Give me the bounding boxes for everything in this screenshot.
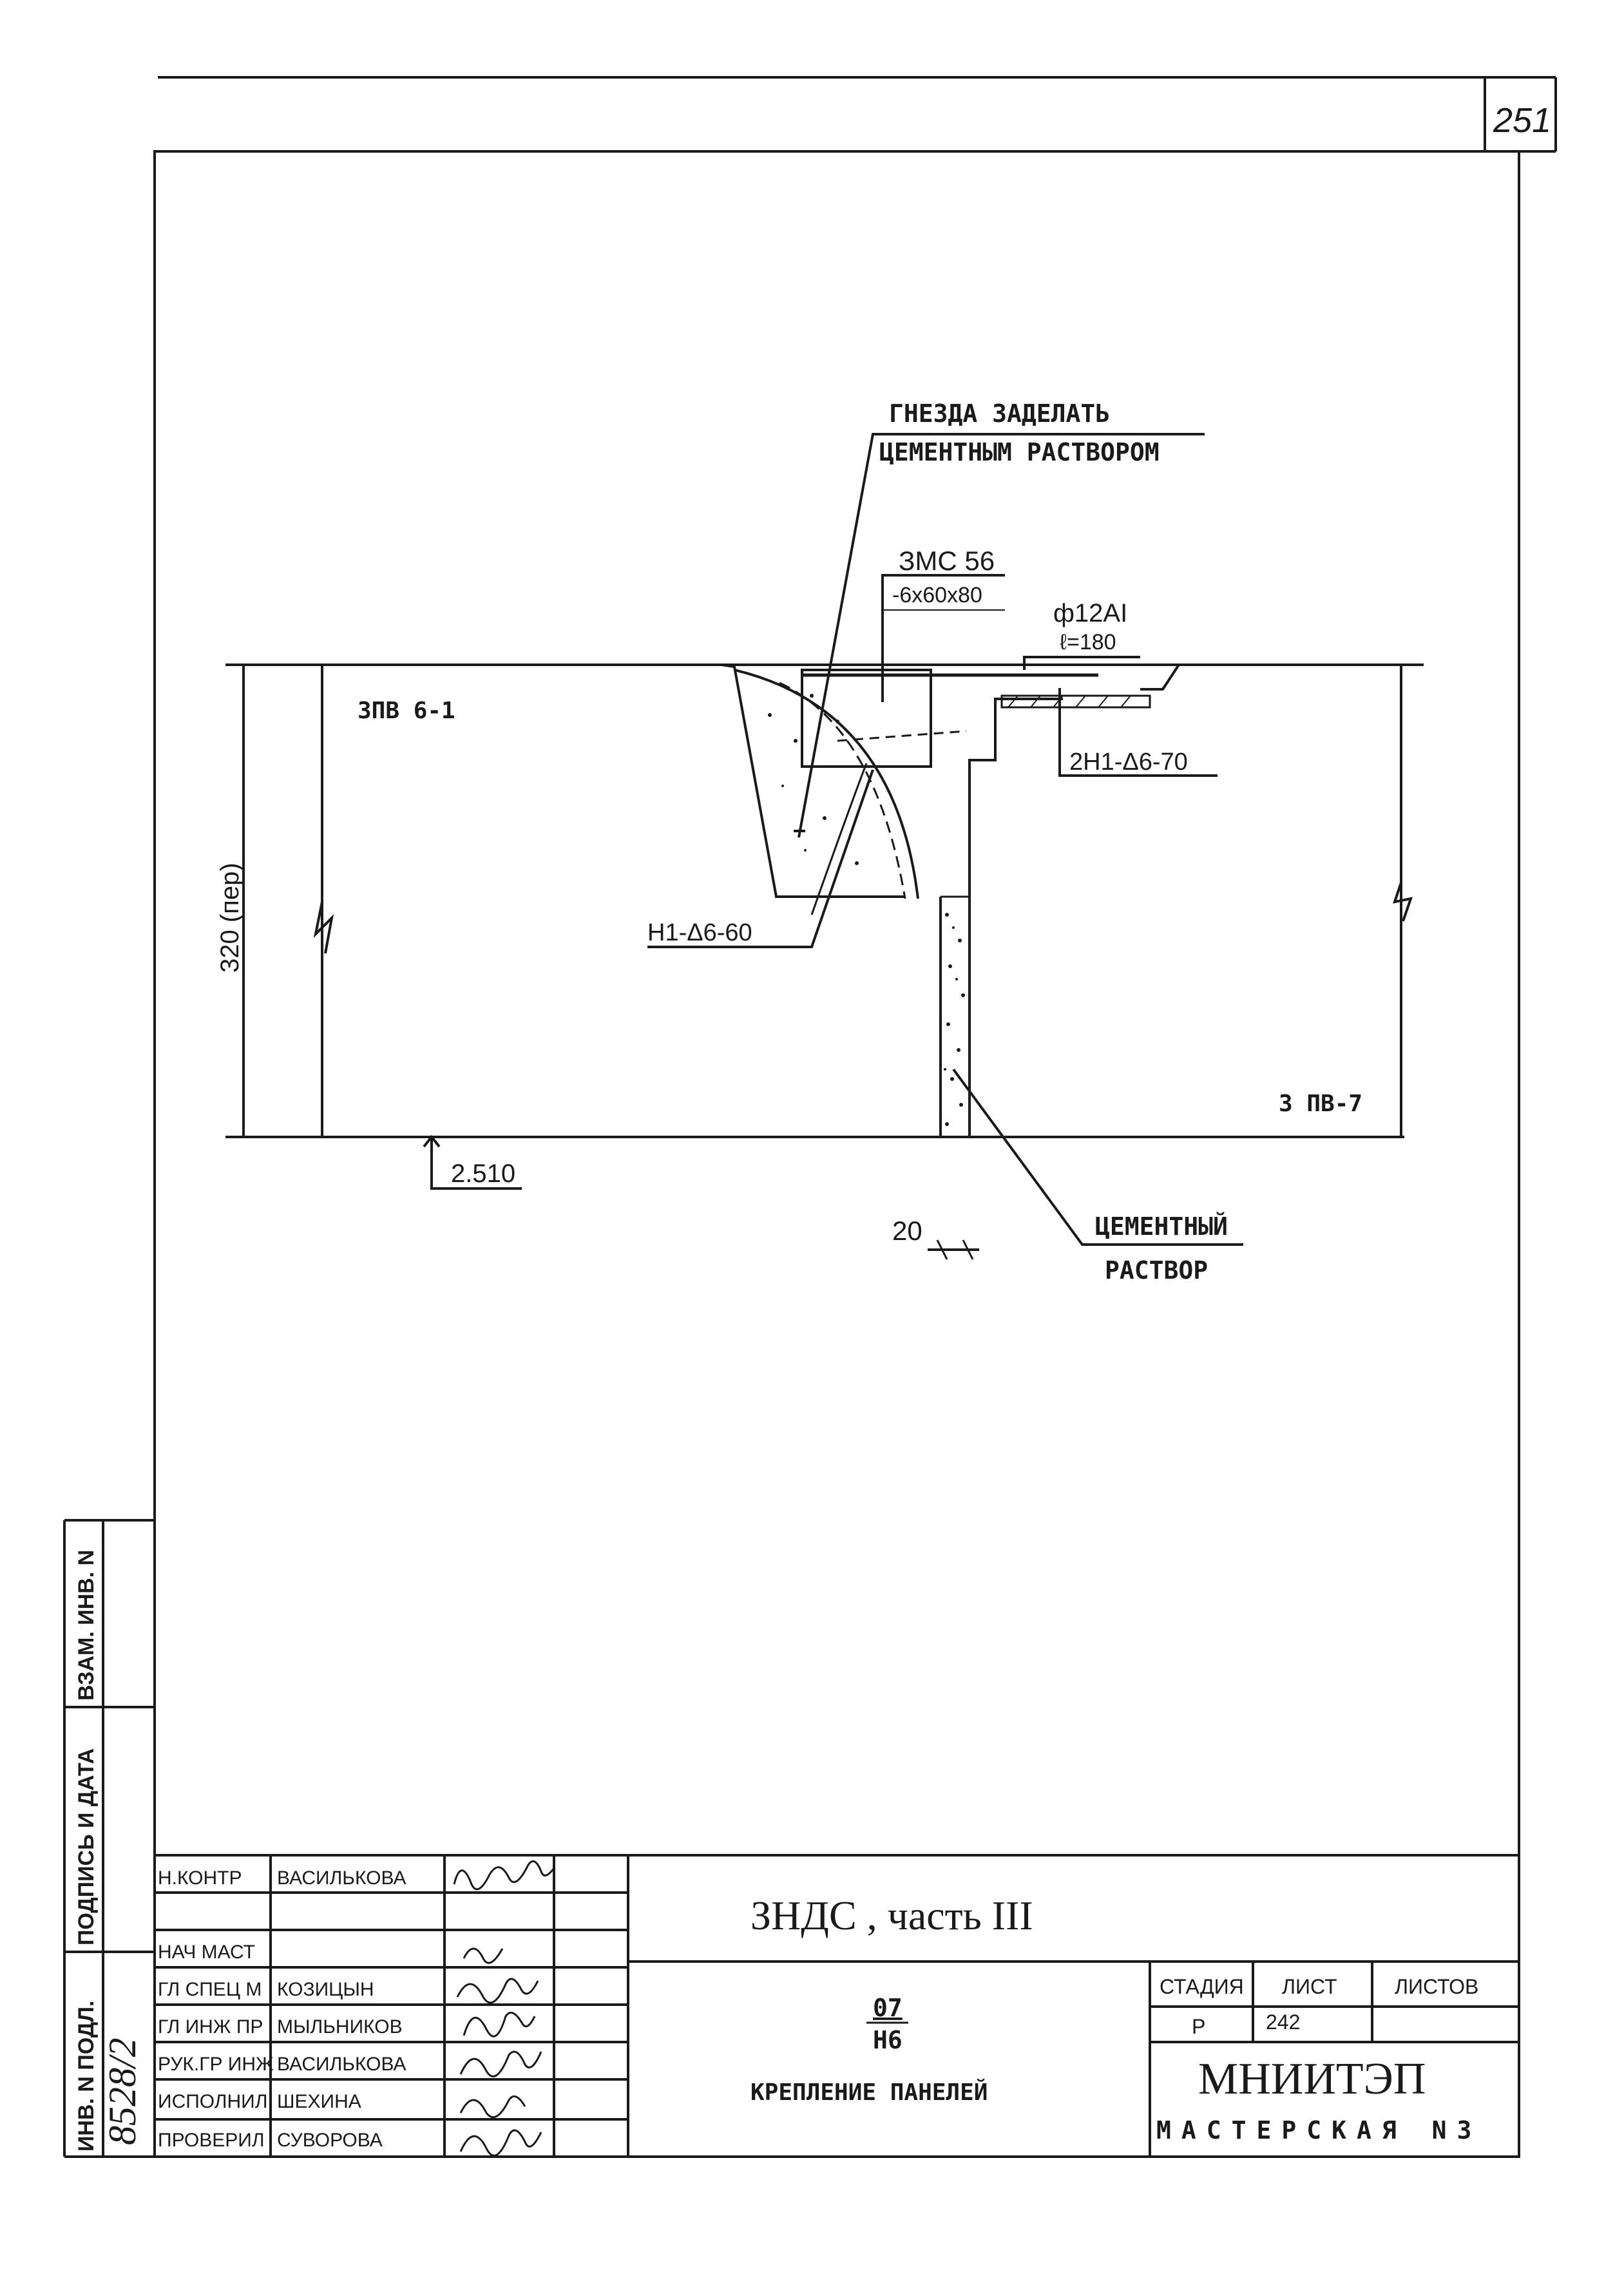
- name-5: ВАСИЛЬКОВА: [277, 2054, 406, 2075]
- note-nests-line2: ЦЕМЕНТНЫМ РАСТВОРОМ: [879, 438, 1160, 466]
- gap-dimension: 20: [892, 1216, 922, 1246]
- plate-size: -6х60х80: [892, 583, 982, 607]
- role-2: НАЧ МАСТ: [158, 1942, 255, 1963]
- main-frame: [153, 150, 1520, 2158]
- level-mark-arrowhead: [423, 1134, 441, 1148]
- project-title: ЗНДС , часть III: [750, 1893, 1033, 1938]
- anchor-right-label: 2Н1-Δ6-70: [1069, 749, 1188, 776]
- signatures: [453, 1860, 555, 2157]
- rebar-hatch-fill: [1008, 695, 1131, 708]
- gap-tick-2: [962, 1239, 974, 1260]
- embedded-plate: [801, 669, 932, 768]
- sheet-value: 242: [1266, 2010, 1300, 2034]
- leader-anchor-left: [647, 769, 874, 948]
- name-6: ШЕХИНА: [277, 2091, 361, 2112]
- org-unit: МАСТЕРСКАЯ N3: [1156, 2116, 1482, 2144]
- leader-plate: [881, 574, 1005, 702]
- sheets-header: ЛИСТОВ: [1395, 1975, 1478, 1998]
- panel-left-label: ЗПВ 6-1: [358, 698, 455, 724]
- role-6: ИСПОЛНИЛ: [158, 2091, 267, 2112]
- side-stamp-signature: 8528/2: [101, 2038, 144, 2145]
- note-mortar-line1: ЦЕМЕНТНЫЙ: [1095, 1212, 1228, 1241]
- right-panel-step-upper: [968, 698, 1063, 1137]
- sheet-header: ЛИСТ: [1282, 1975, 1337, 1998]
- leader-rebar: [1023, 656, 1140, 670]
- gap-tick-1: [936, 1239, 948, 1260]
- role-0: Н.КОНТР: [158, 1867, 242, 1889]
- anchor-curve-inner: [779, 682, 906, 899]
- org-name: МНИИТЭП: [1198, 2054, 1426, 2104]
- note-nests-line1: ГНЕЗДА ЗАДЕЛАТЬ: [889, 399, 1110, 428]
- level-mark-arrow: [430, 1137, 522, 1190]
- height-dimension: 320 (пер): [216, 863, 244, 973]
- anchor-left-label: Н1-Δ6-60: [647, 919, 752, 946]
- name-0: ВАСИЛЬКОВА: [277, 1867, 406, 1889]
- sheet-title: КРЕПЛЕНИЕ ПАНЕЛЕЙ: [750, 2079, 988, 2106]
- left-panel-notch: [721, 663, 905, 898]
- anchor-hidden-line: [837, 730, 967, 742]
- role-4: ГЛ ИНЖ ПР: [158, 2016, 263, 2038]
- role-5: РУК.ГР ИНЖ: [158, 2054, 274, 2075]
- name-4: МЫЛЬНИКОВ: [277, 2016, 403, 2038]
- panel-right-label: 3 ПВ-7: [1279, 1091, 1362, 1117]
- role-3: ГЛ СПЕЦ М: [158, 1979, 262, 2000]
- plate-label: ЗМС 56: [899, 546, 995, 576]
- name-7: СУВОРОВА: [277, 2130, 383, 2151]
- rebar-hatch: [1000, 694, 1151, 709]
- page-number: 251: [1493, 101, 1551, 140]
- side-stamp-vzam: ВЗАМ. ИНВ. N: [74, 1550, 99, 1701]
- leader-anchor-right: [1058, 688, 1218, 777]
- rebar-length: ℓ=180: [1060, 630, 1116, 654]
- anchor-curve-left: [810, 763, 868, 915]
- stage-header: СТАДИЯ: [1160, 1975, 1244, 1998]
- code-top: 07: [873, 1994, 903, 2022]
- level-mark-value: 2.510: [451, 1160, 515, 1188]
- slab-top-right: [1140, 663, 1424, 691]
- code-bottom: Н6: [873, 2026, 903, 2054]
- name-3: КОЗИЦЫН: [277, 1979, 374, 2000]
- mortar-stipple: [768, 694, 965, 1126]
- side-stamp-podpis: ПОДПИСЬ И ДАТА: [74, 1748, 99, 1945]
- rebar-label: ф12АI: [1053, 599, 1127, 627]
- anchor-curve-outer: [734, 669, 919, 899]
- side-stamp-inv-podl: ИНВ. N ПОДЛ.: [74, 2001, 99, 2152]
- break-mark-right: [1393, 882, 1413, 922]
- leader-mortar: [952, 1068, 1243, 1246]
- note-mortar-line2: РАСТВОР: [1105, 1256, 1208, 1284]
- stage-value: Р: [1192, 2015, 1205, 2038]
- role-7: ПРОВЕРИЛ: [158, 2130, 265, 2151]
- leader-nests: [798, 433, 1205, 838]
- break-mark-left: [313, 901, 334, 954]
